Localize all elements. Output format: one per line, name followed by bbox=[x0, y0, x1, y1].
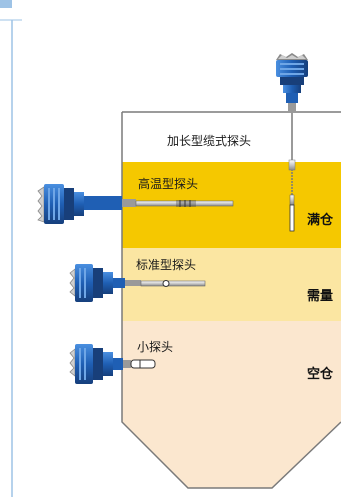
standard-probe-label: 标准型探头 bbox=[136, 258, 197, 272]
silo-outline bbox=[121, 111, 341, 489]
small-probe-label: 小探头 bbox=[137, 340, 174, 354]
silo-air-zone bbox=[122, 112, 341, 162]
frame-corner bbox=[0, 0, 12, 8]
zone-empty-label: 空仓 bbox=[307, 367, 334, 382]
high-temp-probe-label: 高温型探头 bbox=[138, 177, 199, 191]
silo-fill bbox=[122, 112, 341, 488]
zone-full-label: 满仓 bbox=[307, 213, 334, 228]
small-probe bbox=[69, 344, 156, 384]
extended-cable-probe bbox=[276, 53, 308, 232]
extended-probe-label: 加长型缆式探头 bbox=[167, 134, 252, 148]
high-temp-probe bbox=[37, 184, 234, 224]
zone-demand-label: 需量 bbox=[307, 289, 334, 304]
standard-probe bbox=[69, 264, 206, 302]
